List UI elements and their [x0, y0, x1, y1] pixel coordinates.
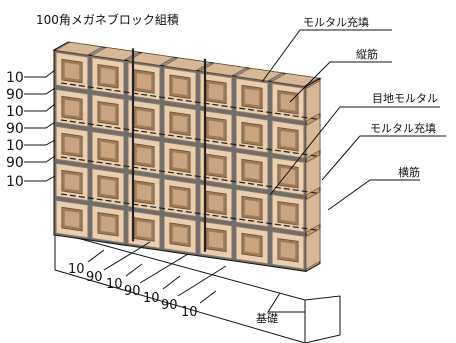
block-opening-inner [244, 88, 260, 106]
vertical-dimensions: 10 90 10 90 10 90 10 [6, 69, 56, 190]
label-vertical-rebar: 縦筋 [356, 47, 378, 61]
block-opening-inner [64, 99, 80, 117]
vdim-label: 10 [6, 174, 24, 190]
label-joint-mortar: 目地モルタル [372, 92, 438, 105]
block-opening-inner [208, 157, 224, 175]
block-opening-inner [280, 204, 296, 222]
block-opening-inner [280, 167, 296, 185]
block-top [91, 47, 139, 61]
hdim-label: 10 [143, 291, 160, 306]
block-opening-inner [208, 83, 224, 101]
block-opening-inner [172, 189, 188, 207]
block-opening-inner [136, 110, 152, 127]
hdim-label: 90 [124, 284, 141, 299]
block-opening-inner [64, 173, 80, 191]
block-opening-inner [136, 184, 152, 201]
vdim-label: 10 [6, 138, 24, 154]
block-opening-inner [172, 226, 188, 244]
horizontal-rebar [60, 119, 320, 157]
block-opening-inner [172, 78, 188, 96]
block-opening-inner [244, 236, 260, 254]
block-side [305, 153, 321, 196]
block-top [163, 57, 211, 71]
block-opening-inner [100, 215, 116, 233]
vdim-label: 90 [6, 121, 24, 137]
leader-foundation [267, 292, 305, 313]
block-top [55, 41, 103, 56]
horizontal-rebar [60, 82, 320, 120]
diagram-title: 100角メガネブロック組積 [36, 12, 179, 27]
block-top [199, 62, 247, 77]
block-opening-inner [100, 141, 116, 159]
block-opening-inner [100, 104, 116, 122]
block-opening-inner [280, 130, 296, 148]
leader-vertical-rebar [289, 61, 392, 103]
vdim-label: 90 [6, 87, 24, 103]
leader-horizontal-rebar [327, 179, 420, 211]
block-opening-inner [208, 194, 224, 212]
label-horizontal-rebar: 横筋 [398, 165, 420, 179]
block-opening-inner [172, 152, 188, 170]
block-opening-inner [244, 199, 260, 217]
block-opening-inner [208, 231, 224, 249]
hdim-label: 90 [161, 298, 178, 313]
block-opening-inner [208, 120, 224, 138]
block-top [127, 52, 175, 66]
block-side [305, 79, 321, 122]
block-opening-inner [136, 73, 152, 90]
vdim-label: 10 [6, 104, 24, 120]
vdim-label: 10 [6, 70, 24, 86]
block-opening-inner [172, 115, 188, 133]
block-opening-inner [244, 125, 260, 143]
label-foundation: 基礎 [256, 312, 278, 325]
block-opening-inner [64, 136, 80, 154]
block-side [305, 227, 321, 270]
hdim-label: 90 [86, 270, 103, 285]
block-opening-inner [136, 221, 152, 238]
block-opening-inner [64, 210, 80, 228]
label-mortar-fill-side: モルタル充填 [370, 121, 436, 135]
hdim-leaders [87, 241, 227, 304]
block-opening-inner [280, 93, 296, 111]
label-mortar-fill-top: モルタル充填 [303, 15, 369, 29]
block-grid [55, 41, 321, 270]
block-opening-inner [100, 178, 116, 196]
leader-joint-mortar [269, 106, 440, 196]
leader-mortar-fill-side [321, 135, 446, 181]
block-side [305, 116, 321, 159]
foundation [54, 231, 341, 343]
hdim-label: 10 [106, 277, 123, 292]
callout-leaders [261, 29, 446, 313]
block-top [235, 67, 283, 82]
block-top [271, 73, 319, 87]
hdim-label: 10 [68, 262, 85, 277]
block-opening-inner [64, 62, 80, 80]
leader-mortar-fill-top [261, 29, 392, 83]
horizontal-dimensions: 10 90 10 90 10 90 10 [68, 241, 227, 320]
hdim-label: 10 [181, 305, 198, 320]
block-opening-inner [136, 147, 152, 164]
horizontal-rebar [60, 193, 320, 231]
block-opening-inner [244, 162, 260, 180]
block-side [305, 190, 321, 233]
block-opening-inner [100, 67, 116, 85]
vdim-leaders [24, 69, 56, 182]
vdim-label: 90 [6, 155, 24, 171]
block-opening-inner [280, 241, 296, 259]
